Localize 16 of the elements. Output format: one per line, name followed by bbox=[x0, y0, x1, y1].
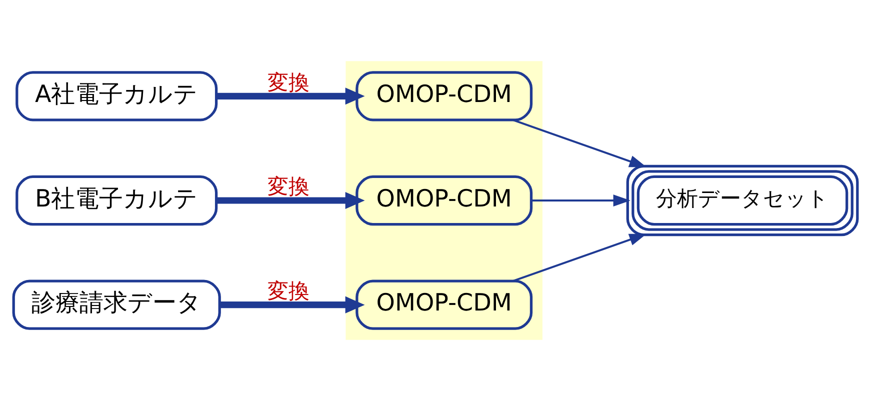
arrow bbox=[216, 192, 365, 209]
node-box: OMOP-CDM bbox=[356, 280, 533, 330]
arrow bbox=[220, 296, 365, 314]
edge-label: 変換 bbox=[267, 278, 310, 303]
node-box: OMOP-CDM bbox=[356, 175, 533, 226]
arrow bbox=[531, 194, 630, 207]
edge-label: 変換 bbox=[267, 174, 310, 199]
node-box: A社電子カルテ bbox=[16, 71, 218, 122]
node-box: B社電子カルテ bbox=[16, 175, 218, 226]
arrow bbox=[512, 119, 647, 168]
node-box: OMOP-CDM bbox=[356, 71, 533, 122]
node-box: 診療請求データ bbox=[12, 280, 221, 330]
node-box: 分析データセット bbox=[626, 164, 859, 236]
arrow bbox=[216, 88, 365, 105]
arrow bbox=[512, 234, 647, 282]
edge-label: 変換 bbox=[267, 69, 310, 94]
